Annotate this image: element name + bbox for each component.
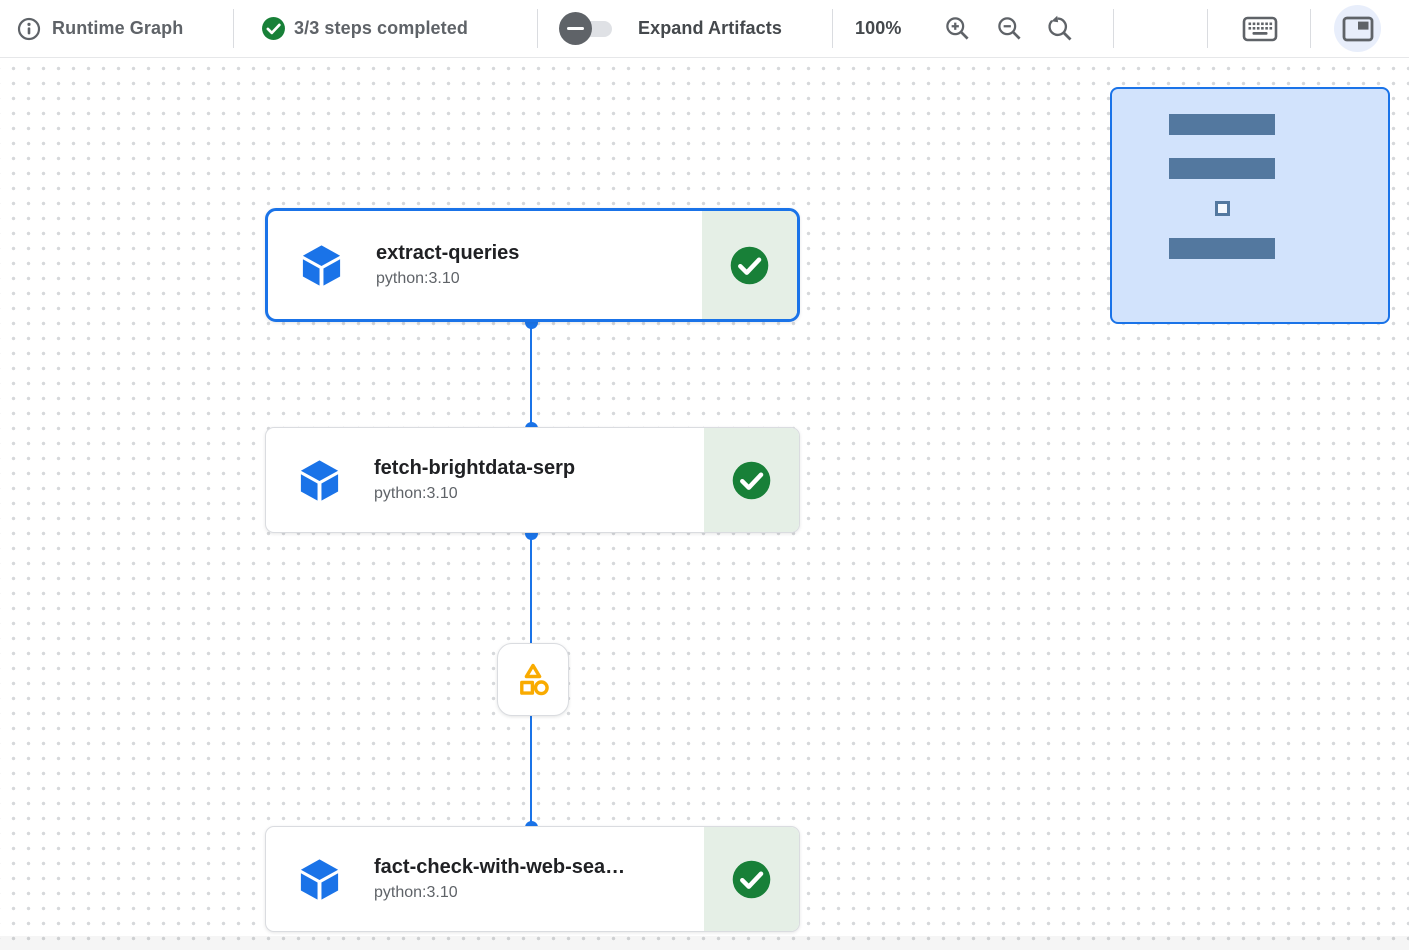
node-subtitle: python:3.10 xyxy=(376,270,460,287)
node-status-section xyxy=(704,827,799,931)
keyboard-shortcuts-button[interactable] xyxy=(1242,0,1278,57)
zoom-reset-button[interactable] xyxy=(1046,0,1074,57)
node-subtitle: python:3.10 xyxy=(374,884,458,901)
minimap[interactable] xyxy=(1110,87,1390,324)
success-check-icon xyxy=(730,246,769,284)
node-status-section xyxy=(704,428,799,532)
step-node-extract-queries[interactable]: extract-queries python:3.10 xyxy=(265,208,800,322)
expand-artifacts-label[interactable]: Expand Artifacts xyxy=(638,18,782,38)
toolbar-divider xyxy=(233,9,234,48)
expand-artifacts-toggle[interactable] xyxy=(559,12,612,45)
artifact-node[interactable] xyxy=(497,643,569,716)
node-title: fetch-brightdata-serp xyxy=(374,457,576,479)
toolbar-divider xyxy=(1310,9,1311,48)
steps-completed-icon xyxy=(261,0,286,57)
side-panel-icon xyxy=(1342,16,1373,41)
success-check-icon xyxy=(732,461,771,499)
toolbar-divider xyxy=(1207,9,1208,48)
keyboard-icon xyxy=(1242,16,1278,41)
minus-toggle-icon xyxy=(559,12,592,45)
zoom-level: 100% xyxy=(855,18,902,38)
toolbar-divider xyxy=(537,9,538,48)
minimap-node-bar xyxy=(1169,114,1275,135)
toolbar: Runtime Graph 3/3 steps completed Expand… xyxy=(0,0,1409,58)
minimap-node-bar xyxy=(1169,238,1275,259)
info-icon[interactable] xyxy=(17,0,41,57)
step-node-fetch-brightdata-serp[interactable]: fetch-brightdata-serp python:3.10 xyxy=(265,427,800,533)
container-cube-icon xyxy=(296,457,343,504)
minimap-artifact-square xyxy=(1215,201,1230,216)
node-title: extract-queries xyxy=(376,242,520,264)
node-subtitle: python:3.10 xyxy=(374,485,458,502)
toolbar-divider xyxy=(1113,9,1114,48)
zoom-reset-icon xyxy=(1048,15,1072,40)
minimap-node-bar xyxy=(1169,158,1275,179)
page-title: Runtime Graph xyxy=(52,18,184,38)
zoom-in-button[interactable] xyxy=(944,0,971,57)
toggle-info-panel-button[interactable] xyxy=(1334,5,1381,52)
steps-completed-label: 3/3 steps completed xyxy=(294,18,468,38)
canvas-bottom-shade xyxy=(0,936,1409,950)
graph-canvas[interactable]: extract-queries python:3.10 xyxy=(0,58,1409,950)
step-node-fact-check-with-web-search[interactable]: fact-check-with-web-sea… python:3.10 xyxy=(265,826,800,932)
toolbar-divider xyxy=(832,9,833,48)
zoom-in-icon xyxy=(946,17,969,40)
artifact-shapes-icon xyxy=(520,663,549,695)
node-status-section xyxy=(702,211,797,319)
success-check-icon xyxy=(732,860,771,898)
zoom-out-button[interactable] xyxy=(996,0,1023,57)
container-cube-icon xyxy=(296,856,343,903)
zoom-out-icon xyxy=(998,17,1021,40)
container-cube-icon xyxy=(298,242,345,289)
node-title: fact-check-with-web-sea… xyxy=(374,856,626,878)
edge-extract-to-fetch xyxy=(530,322,532,428)
